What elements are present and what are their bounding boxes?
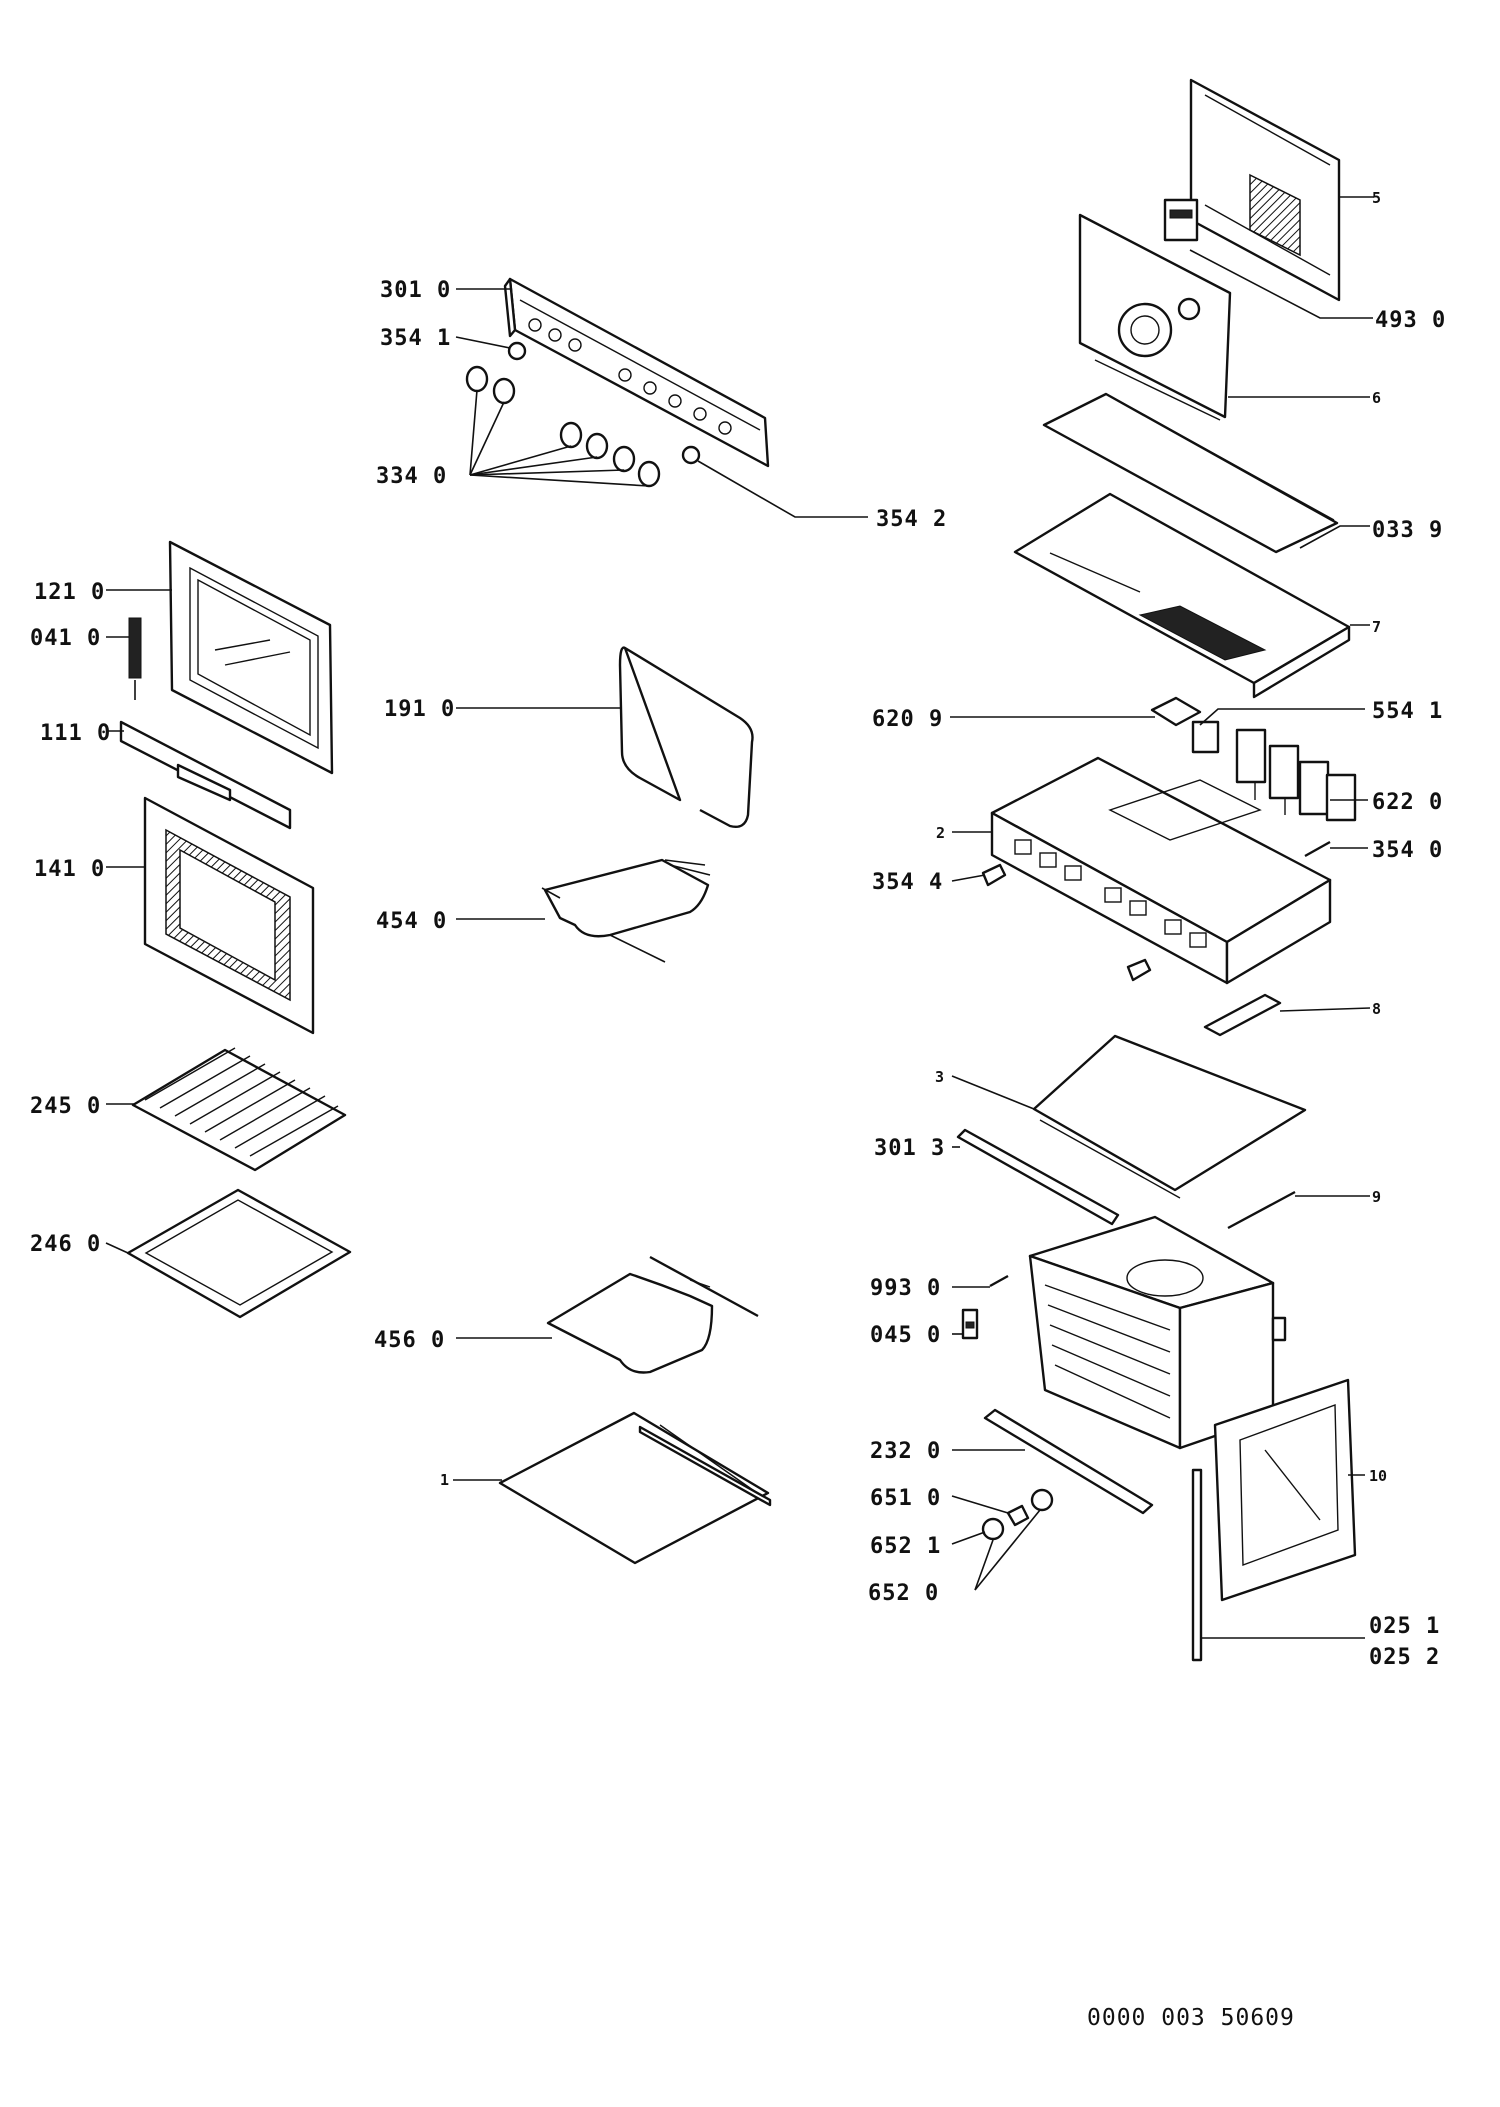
transformer	[1163, 198, 1199, 242]
label-1: 1	[440, 1471, 449, 1489]
switch-assembly	[1191, 720, 1357, 822]
label-121-0: 121 0	[34, 580, 105, 605]
label-033-9: 033 9	[1372, 518, 1443, 543]
insulation-sheet	[1042, 392, 1339, 554]
side-rail	[956, 1128, 1120, 1226]
oven-wire-shelf	[131, 1047, 347, 1172]
label-301-3: 301 3	[874, 1136, 945, 1161]
label-3: 3	[935, 1068, 944, 1086]
label-141-0: 141 0	[34, 857, 105, 882]
label-045-0: 045 0	[870, 1323, 941, 1348]
label-354-0: 354 0	[1372, 838, 1443, 863]
knob-652-0	[1030, 1488, 1054, 1512]
circular-heating-element	[618, 646, 754, 829]
lamp-holder	[961, 1308, 979, 1340]
label-354-2: 354 2	[876, 507, 947, 532]
label-993-0: 993 0	[870, 1276, 941, 1301]
label-191-0: 191 0	[384, 697, 455, 722]
vertical-seal-strip	[1191, 1468, 1203, 1662]
label-554-1: 554 1	[1372, 699, 1443, 724]
oven-cavity	[1028, 1215, 1287, 1450]
control-box	[990, 756, 1332, 985]
label-301-0: 301 0	[380, 278, 451, 303]
label-10: 10	[1369, 1467, 1387, 1485]
label-354-1: 354 1	[380, 326, 451, 351]
label-622-0: 622 0	[1372, 790, 1443, 815]
screw-354-4	[981, 863, 1007, 887]
label-232-0: 232 0	[870, 1439, 941, 1464]
label-025-2: 025 2	[1369, 1645, 1440, 1670]
outer-door-glass	[143, 796, 315, 1035]
label-245-0: 245 0	[30, 1094, 101, 1119]
inner-door-frame	[168, 540, 334, 775]
side-panel	[1213, 1378, 1357, 1602]
label-6: 6	[1372, 389, 1381, 407]
leader-lines	[105, 196, 1374, 1639]
label-025-1: 025 1	[1369, 1614, 1440, 1639]
label-652-0: 652 0	[868, 1581, 939, 1606]
control-knobs	[465, 365, 661, 488]
label-620-9: 620 9	[872, 707, 943, 732]
label-8: 8	[1372, 1000, 1381, 1018]
label-041-0: 041 0	[30, 626, 101, 651]
spacer-bottom	[681, 445, 701, 465]
label-5: 5	[1372, 189, 1381, 207]
label-493-0: 493 0	[1375, 308, 1446, 333]
screw-993	[989, 1274, 1009, 1288]
screw-bottom	[1126, 958, 1152, 982]
knob-652-1	[981, 1517, 1005, 1541]
grill-element	[541, 858, 711, 963]
label-246-0: 246 0	[30, 1232, 101, 1257]
bracket-8	[1203, 993, 1282, 1037]
label-354-4: 354 4	[872, 870, 943, 895]
door-bottom-trim	[119, 720, 292, 830]
control-panel	[503, 277, 770, 468]
label-652-1: 652 1	[870, 1534, 941, 1559]
terminal-block	[1150, 696, 1202, 727]
label-7: 7	[1372, 618, 1381, 636]
oven-top-plate	[1032, 1034, 1307, 1199]
spacer-small	[507, 341, 527, 361]
lower-heating-element	[546, 1255, 759, 1374]
lamp-651	[1006, 1504, 1030, 1527]
part-labels: 301 0 354 1 334 0 354 2 121 0 041 0 111 …	[30, 189, 1446, 1670]
pin-354-0	[1304, 840, 1331, 858]
document-number: 0000 003 50609	[1087, 2005, 1295, 2031]
front-rail	[983, 1408, 1154, 1515]
baking-tray	[126, 1188, 352, 1319]
oven-back-wall-fan	[1078, 213, 1232, 421]
label-9: 9	[1372, 1188, 1381, 1206]
label-456-0: 456 0	[374, 1328, 445, 1353]
door-hinge	[128, 617, 142, 700]
top-cover-plate	[1013, 492, 1351, 699]
label-651-0: 651 0	[870, 1486, 941, 1511]
label-334-0: 334 0	[376, 464, 447, 489]
oven-bottom-plate	[498, 1411, 772, 1565]
label-454-0: 454 0	[376, 909, 447, 934]
label-111-0: 111 0	[40, 721, 111, 746]
rod-9	[1227, 1190, 1296, 1230]
label-2: 2	[936, 824, 945, 842]
rear-cover-panel	[1189, 78, 1341, 302]
